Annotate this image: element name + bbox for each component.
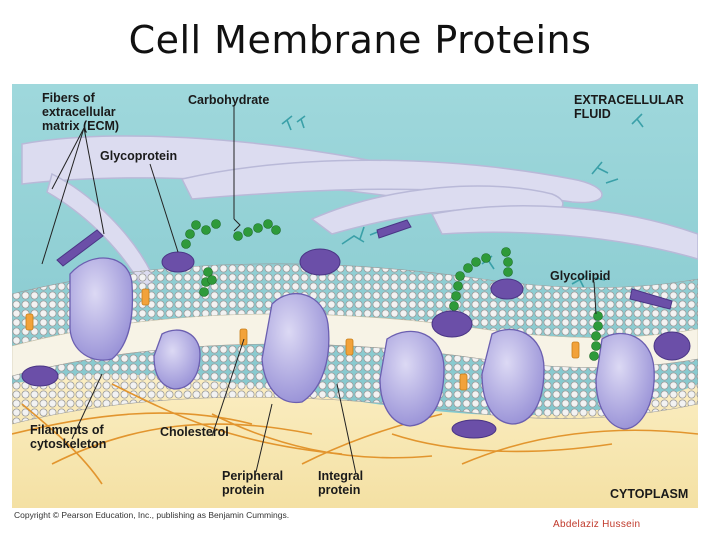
copyright-notice: Copyright © Pearson Education, Inc., pub… — [14, 510, 289, 520]
label-fibers-line2: extracellular — [42, 105, 116, 119]
label-glycoprotein: Glycoprotein — [100, 149, 177, 163]
label-extracellular-line2: FLUID — [574, 107, 611, 121]
membrane-diagram: Fibers of extracellular matrix (ECM) Car… — [12, 84, 698, 522]
integral-proteins — [69, 257, 655, 430]
label-fibers-line3: matrix (ECM) — [42, 119, 119, 133]
label-glycolipid: Glycolipid — [550, 269, 610, 283]
cholesterol-molecules — [25, 288, 580, 391]
label-cytoplasm: CYTOPLASM — [610, 487, 688, 501]
label-peripheral-line2: protein — [222, 483, 264, 497]
label-integral-line2: protein — [318, 483, 360, 497]
label-filaments-line2: cytoskeleton — [30, 437, 106, 451]
label-filaments-line1: Filaments of — [30, 423, 104, 437]
carbohydrate-chains — [181, 219, 603, 361]
label-integral-line1: Integral — [318, 469, 363, 483]
label-cholesterol: Cholesterol — [160, 425, 229, 439]
label-carbohydrate: Carbohydrate — [188, 93, 269, 107]
author-credit: Abdelaziz Hussein — [553, 519, 641, 530]
diagram-labels: Fibers of extracellular matrix (ECM) Car… — [30, 91, 688, 501]
label-extracellular-line1: EXTRACELLULAR — [574, 93, 684, 107]
label-fibers-line1: Fibers of — [42, 91, 96, 105]
membrane-illustration: Fibers of extracellular matrix (ECM) Car… — [12, 84, 698, 522]
slide-title: Cell Membrane Proteins — [128, 18, 592, 62]
peripheral-proteins — [21, 219, 691, 439]
label-leader-lines — [41, 106, 597, 475]
cytoplasm-region — [12, 374, 698, 522]
label-peripheral-line1: Peripheral — [222, 469, 283, 483]
